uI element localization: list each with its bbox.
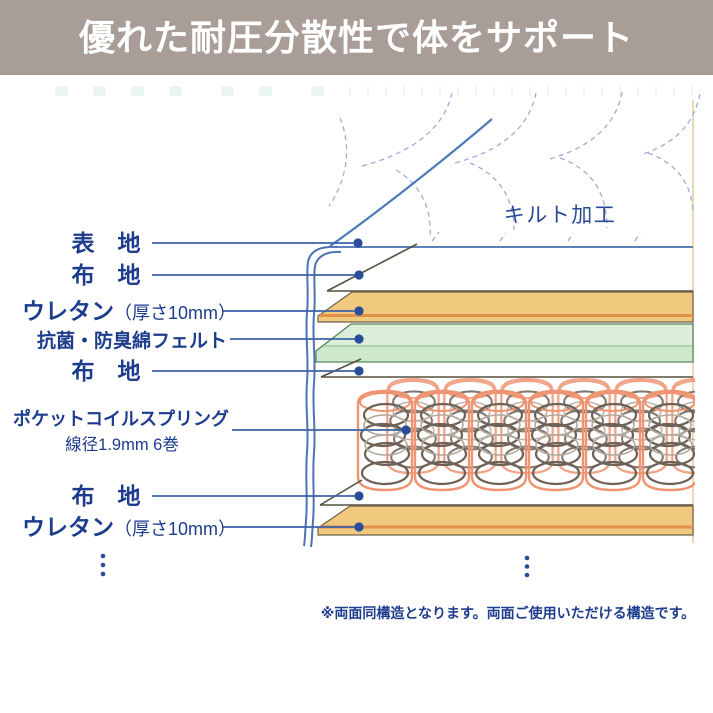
quilt-pattern xyxy=(328,91,701,242)
leader-pocket-coil xyxy=(232,425,411,435)
faded-strip-artifact xyxy=(55,86,693,96)
layer-labels: 表 地 布 地 ウレタン（厚さ10mm） 抗菌・防臭綿フェルト 布 地 ポケット… xyxy=(13,230,236,540)
leader-nunoji-2 xyxy=(152,366,364,376)
label-pocket-coil: ポケットコイルスプリング xyxy=(13,408,229,429)
mattress-side-edge xyxy=(303,245,342,548)
continuation-dots-left xyxy=(100,553,106,577)
quilt-label: キルト加工 xyxy=(504,204,617,227)
leader-felt xyxy=(230,334,364,344)
label-urethane-1: ウレタン（厚さ10mm） xyxy=(22,298,236,324)
leader-nunoji-3 xyxy=(152,491,364,501)
leader-omoteji xyxy=(152,238,363,248)
layer-fabric-sheet-3 xyxy=(319,479,693,506)
quilt-edge-line xyxy=(329,118,493,247)
header-banner: 優れた耐圧分散性で体をサポート xyxy=(0,0,713,75)
label-nunoji-3: 布 地 xyxy=(72,483,141,509)
leader-lines xyxy=(152,238,411,532)
continuation-dots-center xyxy=(524,555,530,578)
layer-fabric-sheet-1 xyxy=(326,243,693,292)
label-omoteji: 表 地 xyxy=(72,230,141,256)
label-urethane-2: ウレタン（厚さ10mm） xyxy=(22,514,236,540)
label-nunoji-2: 布 地 xyxy=(72,358,141,384)
leader-urethane-1 xyxy=(222,306,364,316)
leader-urethane-2 xyxy=(222,522,364,532)
label-felt: 抗菌・防臭綿フェルト xyxy=(37,329,227,352)
leader-nunoji-1 xyxy=(152,270,364,280)
label-pocket-coil-spec: 線径1.9mm 6巻 xyxy=(65,435,179,454)
header-title: 優れた耐圧分散性で体をサポート xyxy=(78,16,634,58)
layer-fabric-sheet-2 xyxy=(320,358,693,378)
layer-urethane-top xyxy=(317,291,694,323)
footnote: ※両面同構造となります。両面ご使用いただける構造です。 xyxy=(321,605,695,621)
layer-urethane-bottom xyxy=(317,505,694,536)
pocket-coils xyxy=(356,377,695,492)
layer-felt xyxy=(315,323,694,363)
label-nunoji-1: 布 地 xyxy=(72,262,141,288)
